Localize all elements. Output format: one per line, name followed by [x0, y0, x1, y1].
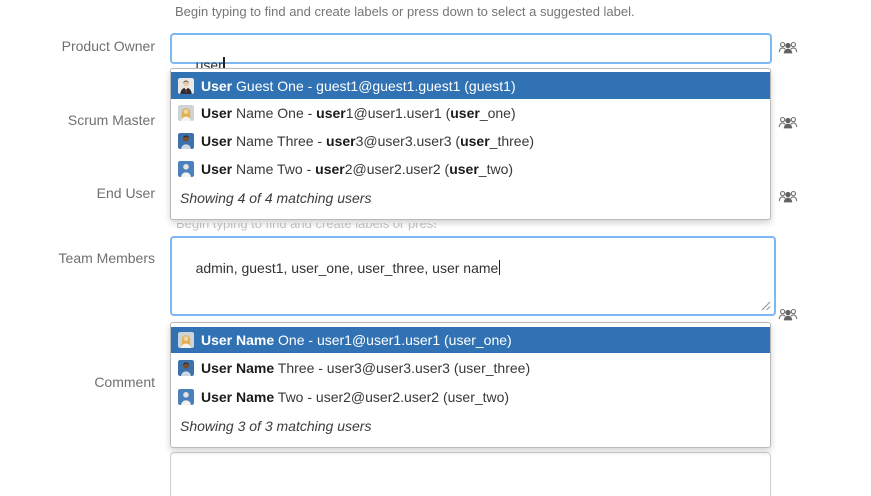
- team-members-textarea-value: admin, guest1, user_one, user_three, use…: [195, 260, 499, 276]
- suggestion-text: User Guest One - guest1@guest1.guest1 (g…: [201, 77, 516, 94]
- suggestion-row[interactable]: User Name One - user1@user1.user1 (user_…: [171, 327, 770, 353]
- team-members-user-picker-icon[interactable]: [778, 307, 798, 322]
- scrum-master-label: Scrum Master: [67, 112, 155, 128]
- suggestion-row[interactable]: User Name Three - user3@user3.user3 (use…: [171, 353, 770, 382]
- avatar-dark-haired-person: [178, 133, 194, 149]
- team-members-textarea[interactable]: admin, guest1, user_one, user_three, use…: [170, 236, 776, 316]
- comment-textarea[interactable]: [170, 452, 771, 496]
- end-user-label: End User: [96, 185, 155, 201]
- avatar-dark-haired-person: [178, 359, 194, 376]
- suggestions-count-status: Showing 4 of 4 matching users: [180, 190, 372, 206]
- avatar-blonde-woman: [178, 332, 194, 348]
- suggestion-text: User Name Three - user3@user3.user3 (use…: [201, 359, 531, 376]
- team-members-label: Team Members: [58, 250, 155, 266]
- comment-label: Comment: [94, 374, 155, 390]
- avatar-man-in-dark-suit: [178, 77, 194, 94]
- suggestion-text: User Name Two - user2@user2.user2 (user_…: [201, 388, 510, 405]
- product-owner-user-picker-icon[interactable]: [778, 40, 798, 55]
- suggestion-row[interactable]: User Name Three - user3@user3.user3 (use…: [171, 127, 770, 155]
- suggestion-text: User Name One - user1@user1.user1 (user_…: [201, 332, 512, 348]
- suggestion-row[interactable]: User Name One - user1@user1.user1 (user_…: [171, 99, 770, 127]
- suggestion-row[interactable]: User Guest One - guest1@guest1.guest1 (g…: [171, 72, 770, 99]
- product-owner-label: Product Owner: [61, 38, 155, 54]
- product-owner-input[interactable]: user: [170, 33, 772, 73]
- clipped-hint-text: Begin typing to find and create labels o…: [176, 223, 436, 231]
- suggestion-row[interactable]: User Name Two - user2@user2.user2 (user_…: [171, 155, 770, 183]
- field-hint-text: Begin typing to find and create labels o…: [175, 4, 635, 19]
- team-members-suggestions-dropdown: User Name One - user1@user1.user1 (user_…: [170, 322, 771, 448]
- textarea-resize-grip-icon[interactable]: [761, 301, 771, 311]
- text-caret: [223, 57, 225, 72]
- text-caret: [498, 260, 501, 275]
- suggestions-count-status: Showing 3 of 3 matching users: [180, 418, 372, 434]
- suggestion-text: User Name One - user1@user1.user1 (user_…: [201, 105, 516, 121]
- suggestion-text: User Name Three - user3@user3.user3 (use…: [201, 133, 535, 149]
- avatar-gray-silhouette: [178, 388, 194, 405]
- suggestion-row[interactable]: User Name Two - user2@user2.user2 (user_…: [171, 382, 770, 411]
- scrum-master-user-picker-icon[interactable]: [778, 115, 798, 130]
- product-owner-suggestions-dropdown: User Guest One - guest1@guest1.guest1 (g…: [170, 68, 771, 220]
- end-user-user-picker-icon[interactable]: [778, 189, 798, 204]
- suggestion-text: User Name Two - user2@user2.user2 (user_…: [201, 161, 514, 177]
- avatar-blonde-woman: [178, 105, 194, 121]
- avatar-gray-silhouette: [178, 161, 194, 177]
